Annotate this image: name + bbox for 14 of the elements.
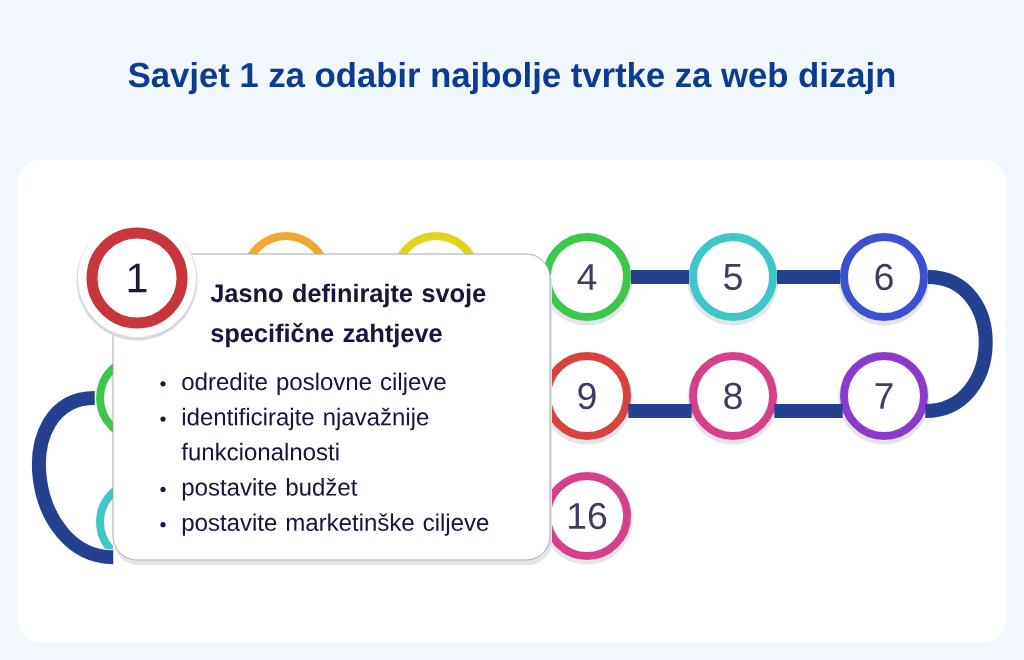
bullet-item: postavite budžet (182, 478, 358, 501)
ring-arc (248, 232, 324, 254)
connector-line (777, 270, 840, 284)
card-heading: Jasno definirajte svoje specifične zahtjeve (210, 283, 486, 348)
connector-line (628, 404, 692, 419)
title: Savjet 1 za odabir najbolje tvrtke za web dizajn (128, 61, 895, 95)
connector-line (631, 270, 689, 284)
connector-line (774, 404, 843, 419)
ring-arc (96, 486, 113, 549)
ring-arc (96, 362, 113, 434)
callout-card (112, 253, 552, 565)
bullet-item: odredite poslovne ciljeve (182, 372, 446, 395)
bullet-item: postavite marketinške ciljeve (182, 513, 489, 536)
ring-arc (398, 232, 474, 254)
